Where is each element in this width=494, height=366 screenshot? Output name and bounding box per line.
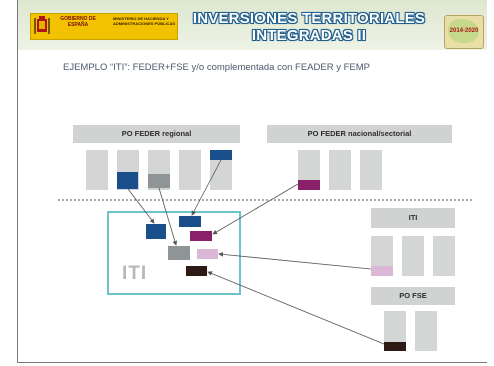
fse-column bbox=[415, 311, 437, 351]
iti-block-brown bbox=[186, 266, 207, 276]
title-line-1: INVERSIONES TERRITORIALES bbox=[192, 10, 426, 27]
map-icon bbox=[448, 19, 479, 43]
arrow-navy-to-iti bbox=[127, 188, 155, 224]
program-header-iti: ITI bbox=[371, 208, 455, 228]
government-logo: GOBIERNO DE ESPAÑA MINISTERIO DE HACIEND… bbox=[30, 13, 178, 40]
iti-program-column bbox=[402, 236, 424, 276]
iti-program-column bbox=[433, 236, 455, 276]
source-block-fse-brown bbox=[384, 342, 406, 351]
arrow-layer bbox=[58, 159, 473, 345]
source-block-feder-regional-grey bbox=[148, 174, 170, 188]
feder-regional-column bbox=[210, 150, 232, 190]
logo-left-text: GOBIERNO DE ESPAÑA bbox=[60, 16, 96, 28]
feder-regional-column bbox=[179, 150, 201, 190]
period-badge-text: 2014-2020 bbox=[449, 28, 479, 34]
arrow-navy-top-to-iti bbox=[191, 159, 222, 216]
slide-subtitle: EJEMPLO “ITI”: FEDER+FSE y/o complementa… bbox=[63, 62, 370, 73]
slide-header: GOBIERNO DE ESPAÑA MINISTERIO DE HACIEND… bbox=[18, 0, 487, 50]
arrow-grey-to-iti bbox=[158, 187, 178, 246]
period-badge: 2014-2020 bbox=[444, 15, 484, 49]
iti-box-label: ITI bbox=[122, 263, 148, 284]
source-block-feder-nacional-plum bbox=[298, 180, 320, 190]
feder-nacional-column bbox=[360, 150, 382, 190]
iti-block-navy-right bbox=[179, 216, 201, 227]
coat-of-arms-icon bbox=[34, 16, 50, 34]
slide: GOBIERNO DE ESPAÑA MINISTERIO DE HACIEND… bbox=[17, 0, 487, 363]
arrow-brown-to-iti bbox=[207, 271, 385, 345]
source-block-iti-pink bbox=[371, 266, 393, 276]
feder-regional-column bbox=[86, 150, 108, 190]
iti-block-plum bbox=[190, 231, 212, 241]
program-header-fse: PO FSE bbox=[371, 287, 455, 305]
title-line-2: INTEGRADAS II bbox=[251, 27, 367, 44]
slide-title: INVERSIONES TERRITORIALES INTEGRADAS II bbox=[184, 10, 434, 44]
iti-block-pink bbox=[197, 249, 218, 259]
feder-nacional-column bbox=[329, 150, 351, 190]
logo-right-text: MINISTERIO DE HACIENDA Y ADMINISTRACIONE… bbox=[113, 16, 176, 26]
iti-block-grey bbox=[168, 246, 190, 260]
source-block-feder-regional-navy-top bbox=[210, 150, 232, 160]
program-header-feder-regional: PO FEDER regional bbox=[73, 125, 240, 143]
source-block-feder-regional-navy bbox=[117, 172, 138, 189]
iti-block-navy-left bbox=[146, 224, 166, 239]
arrow-plum-to-iti bbox=[212, 183, 299, 235]
arrow-pink-to-iti bbox=[218, 252, 372, 270]
program-header-feder-nacional: PO FEDER nacional/sectorial bbox=[267, 125, 452, 143]
iti-box bbox=[107, 211, 241, 295]
fse-column bbox=[384, 311, 406, 351]
